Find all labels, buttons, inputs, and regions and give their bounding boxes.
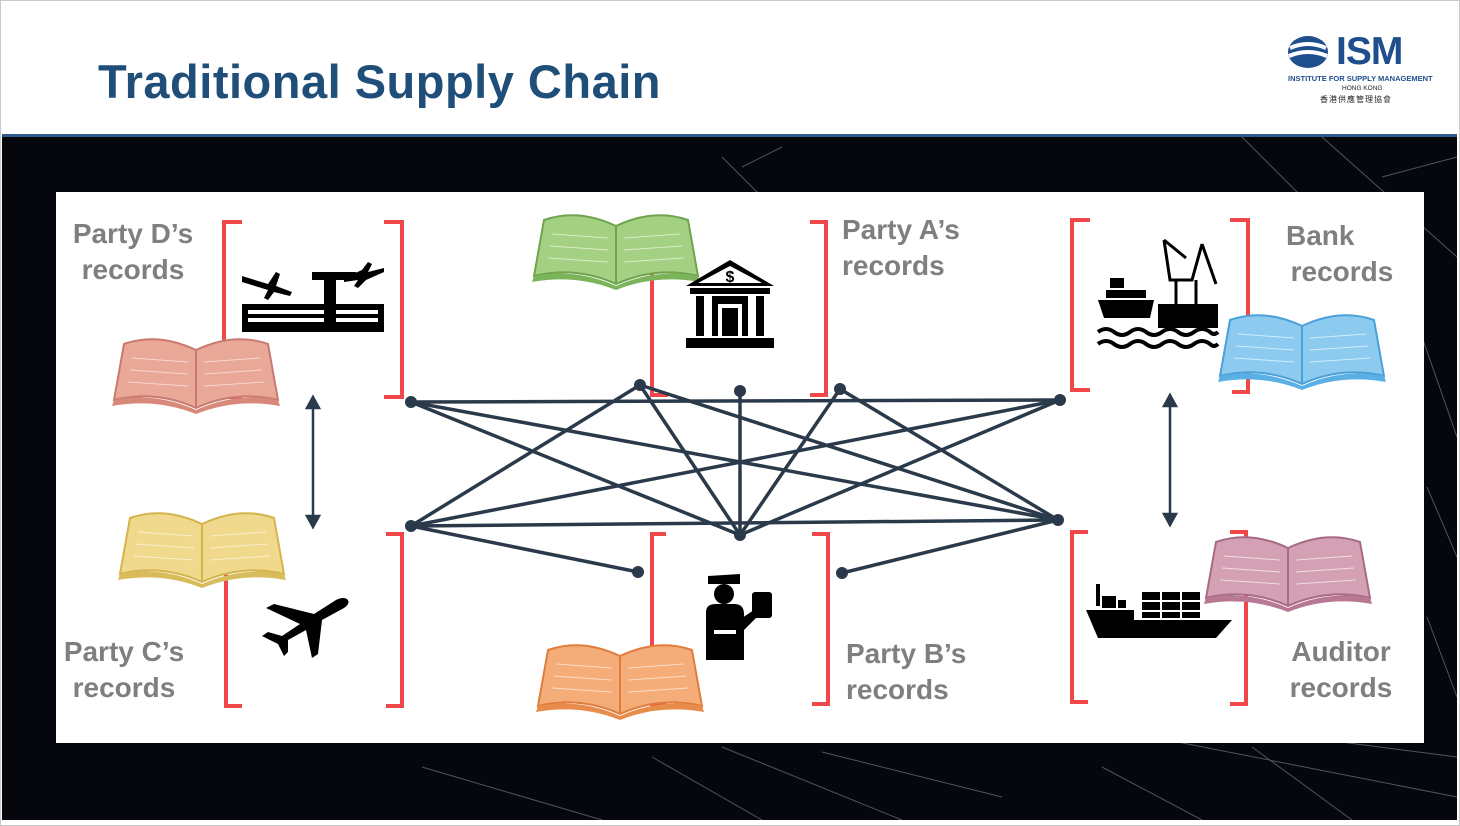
slide-title: Traditional Supply Chain: [98, 55, 661, 108]
logo-region: HONG KONG: [1342, 85, 1383, 92]
bracket-a-right: [810, 220, 828, 397]
slide-header: Traditional Supply Chain ISM INSTITUTE F…: [2, 2, 1457, 134]
network-edges: [410, 383, 1061, 575]
port-crane-icon: [1096, 238, 1220, 349]
logo-wordmark: ISM: [1336, 30, 1403, 73]
ledger-book-icon-bank: [1218, 314, 1386, 390]
bracket-auditor-right: [1230, 530, 1248, 706]
bracket-b-right: [812, 532, 830, 706]
arrow-left-bottom: [304, 514, 322, 530]
airport-icon: [242, 262, 384, 332]
bank-icon: $: [686, 260, 774, 348]
header-rule: [2, 134, 1457, 137]
node-b-right: [836, 567, 848, 579]
background-lines: [421, 137, 1457, 820]
label-bank: Bank records: [1286, 220, 1394, 287]
logo-subtitle: INSTITUTE FOR SUPPLY MANAGEMENT: [1288, 74, 1433, 83]
label-party-b: Party B’s records: [846, 638, 967, 705]
node-a-center: [734, 385, 746, 397]
cargo-ship-icon: [1086, 584, 1232, 638]
node-c: [405, 520, 417, 532]
ledger-book-icon-party-d: [112, 338, 280, 414]
ledger-book-icon-auditor: [1204, 536, 1372, 612]
arrow-left-top: [304, 394, 322, 410]
network-nodes: [405, 379, 1066, 579]
ledger-book-icon-party-c: [118, 512, 286, 588]
arrow-right-bottom: [1161, 512, 1179, 528]
bracket-bank-left: [1070, 218, 1090, 392]
bracket-bank-right: [1230, 218, 1250, 394]
svg-text:$: $: [726, 269, 735, 286]
airplane-icon: [262, 598, 349, 658]
bracket-c-right: [386, 532, 404, 708]
label-party-a: Party A’s records: [842, 214, 960, 281]
node-b-center: [734, 529, 746, 541]
double-arrows: [304, 392, 1179, 530]
node-auditor: [1052, 514, 1064, 526]
label-auditor: Auditor records: [1289, 636, 1393, 703]
label-party-d: Party D’s records: [72, 218, 194, 285]
arrow-right-top: [1161, 392, 1179, 408]
node-a-left: [634, 379, 646, 391]
ledger-book-icon-party-b: [536, 644, 704, 720]
node-a-right: [834, 383, 846, 395]
label-party-c: Party C’s records: [63, 636, 185, 703]
ism-globe-icon: [1288, 36, 1328, 68]
bracket-d-right: [384, 220, 404, 399]
node-b-left: [632, 566, 644, 578]
customs-officer-icon: [706, 574, 772, 660]
logo-chinese-name: 香港供應管理協會: [1320, 95, 1392, 104]
ism-logo: ISM INSTITUTE FOR SUPPLY MANAGEMENT HONG…: [1286, 30, 1433, 106]
bracket-auditor-left: [1070, 530, 1088, 704]
diagram-panel: Party D’s records Party A’s records Bank…: [56, 192, 1424, 743]
node-d: [405, 396, 417, 408]
ledger-book-icon-party-a: [532, 214, 700, 290]
node-bank: [1054, 394, 1066, 406]
